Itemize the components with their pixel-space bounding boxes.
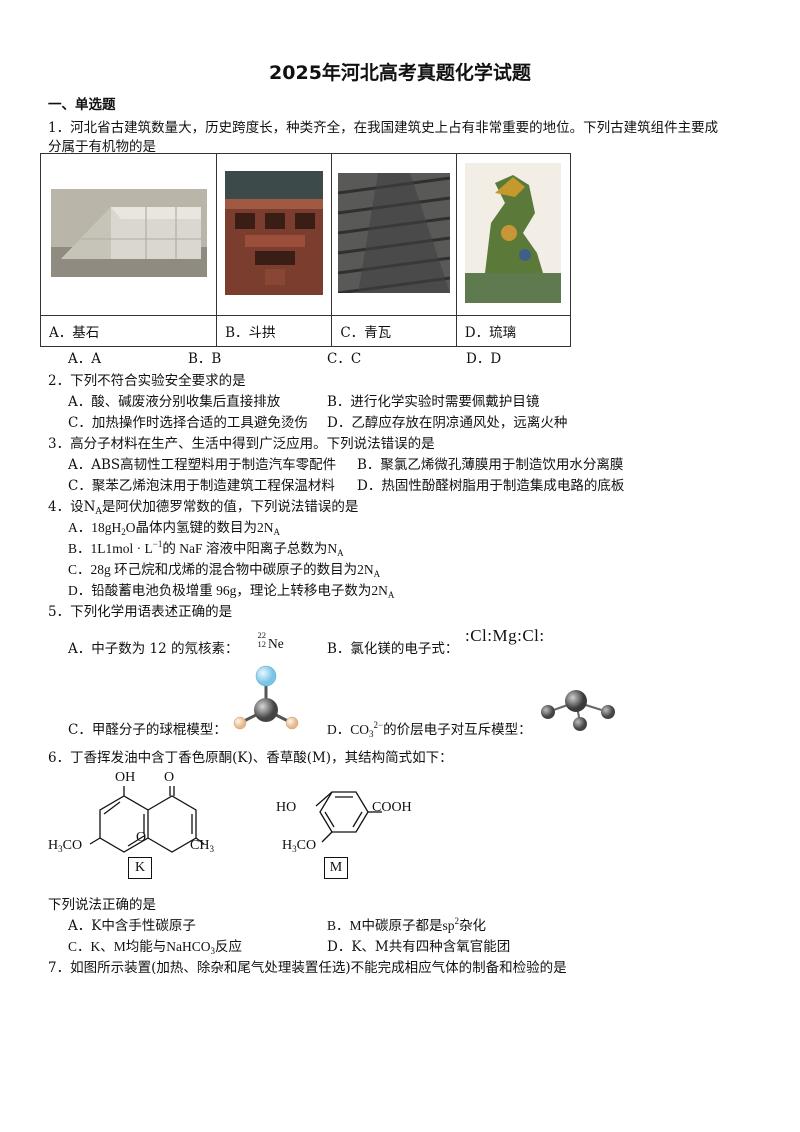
co3-vsepr-model bbox=[541, 690, 615, 731]
q5-option-b: B．氯化镁的电子式： bbox=[327, 641, 459, 657]
q1-cell-c-image bbox=[331, 153, 457, 316]
structure-m-vanillic-acid bbox=[315, 791, 382, 843]
q2-stem: 2．下列不符合实验安全要求的是 bbox=[48, 373, 246, 389]
formaldehyde-ball-stick-model bbox=[233, 665, 299, 730]
q1-cell-b-image bbox=[216, 153, 333, 316]
q1-option-b: B．B bbox=[188, 351, 222, 367]
q3-option-b: B．聚氯乙烯微孔薄膜用于制造饮用水分离膜 bbox=[357, 457, 624, 473]
structure-m-label: M bbox=[324, 857, 348, 879]
q4-option-b: B．1L1mol · L−1的 NaF 溶液中阳离子总数为NA bbox=[68, 539, 344, 558]
q5-option-c: C．甲醛分子的球棍模型： bbox=[68, 722, 227, 738]
k-methoxy-label: H3CO bbox=[48, 838, 83, 854]
q2-option-b: B．进行化学实验时需要佩戴护目镜 bbox=[327, 394, 540, 410]
q3-option-c: C．聚苯乙烯泡沫用于制造建筑工程保温材料 bbox=[68, 478, 335, 494]
q1-stem-line1: 1．河北省古建筑数量大，历史跨度长，种类齐全，在我国建筑史上占有非常重要的地位。… bbox=[48, 120, 719, 136]
q6-option-d: D．K、M共有四种含氧官能团 bbox=[327, 939, 511, 955]
structure-k-label: K bbox=[128, 857, 152, 879]
q1-cell-d-label: D．琉璃 bbox=[455, 315, 572, 347]
q6-option-a: A．K中含手性碳原子 bbox=[68, 918, 196, 934]
q4-stem: 4．设NA是阿伏加德罗常数的值，下列说法错误的是 bbox=[48, 499, 359, 517]
q5-stem: 5．下列化学用语表述正确的是 bbox=[48, 604, 233, 620]
mgcl2-electron-formula: :Cl:Mg:Cl: bbox=[465, 626, 545, 645]
q1-option-d: D．D bbox=[466, 351, 502, 367]
q2-option-c: C．加热操作时选择合适的工具避免烫伤 bbox=[68, 415, 308, 431]
q5-option-a: A．中子数为 12 的氖核素： bbox=[68, 641, 239, 657]
q1-cell-c-label: C．青瓦 bbox=[331, 315, 457, 347]
q7-stem: 7．如图所示装置(加热、除杂和尾气处理装置任选)不能完成相应气体的制备和检验的是 bbox=[48, 960, 567, 976]
m-carboxyl-label: COOH bbox=[372, 800, 412, 815]
q5-option-d: D．CO32−的价层电子对互斥模型： bbox=[327, 720, 532, 739]
q1-option-c: C．C bbox=[327, 351, 362, 367]
q1-cell-d-image bbox=[455, 153, 572, 316]
m-methoxy-label: H3CO bbox=[282, 838, 317, 854]
q1-image-table: A．基石 B．斗拱 C．青瓦 D．琉璃 bbox=[39, 153, 572, 347]
glazed-ornament-photo bbox=[465, 162, 562, 303]
q5-nuclide-symbol: Ne bbox=[268, 636, 284, 651]
q1-cell-a-image bbox=[39, 153, 218, 316]
q3-stem: 3．高分子材料在生产、生活中得到广泛应用。下列说法错误的是 bbox=[48, 436, 435, 452]
k-hydroxyl-label: OH bbox=[115, 770, 136, 785]
q6-ask: 下列说法正确的是 bbox=[48, 897, 156, 913]
page-title: 2025年河北高考真题化学试题 bbox=[269, 62, 531, 84]
q3-option-a: A．ABS高韧性工程塑料用于制造汽车零配件 bbox=[68, 457, 337, 473]
q1-option-a: A．A bbox=[68, 351, 101, 367]
foundation-stone-photo bbox=[50, 188, 207, 277]
q6-option-b: B．M中碳原子都是sp2杂化 bbox=[327, 916, 487, 933]
q1-cell-b-label: B．斗拱 bbox=[216, 315, 333, 347]
q3-option-d: D．热固性酚醛树脂用于制造集成电路的底板 bbox=[357, 478, 625, 494]
k-methyl-label: CH3 bbox=[190, 838, 214, 854]
structure-k-chromone bbox=[89, 786, 205, 853]
q4-option-a: A．18gH2O晶体内氢键的数目为2NA bbox=[68, 520, 280, 537]
k-ring-oxygen-label: O bbox=[136, 830, 147, 845]
dougong-bracket-photo bbox=[225, 170, 324, 295]
q2-option-d: D．乙醇应存放在阴凉通风处，远离火种 bbox=[327, 415, 568, 431]
q6-stem: 6．丁香挥发油中含丁香色原酮(K)、香草酸(M)，其结构简式如下： bbox=[48, 750, 453, 766]
q4-option-d: D．铅酸蓄电池负极增重 96g，理论上转移电子数为2NA bbox=[68, 583, 395, 600]
q4-option-c: C．28g 环己烷和戊烯的混合物中碳原子的数目为2NA bbox=[68, 562, 381, 579]
grey-tile-roof-photo bbox=[338, 172, 451, 293]
q1-cell-a-label: A．基石 bbox=[39, 315, 218, 347]
m-hydroxyl-label: HO bbox=[276, 800, 297, 815]
k-carbonyl-label: O bbox=[164, 770, 175, 785]
section-heading: 一、单选题 bbox=[48, 97, 116, 113]
q6-option-c: C．K、M均能与NaHCO3反应 bbox=[68, 939, 243, 956]
q2-option-a: A．酸、碱废液分别收集后直接排放 bbox=[68, 394, 281, 410]
q1-stem-line2: 分属于有机物的是 bbox=[48, 139, 156, 155]
